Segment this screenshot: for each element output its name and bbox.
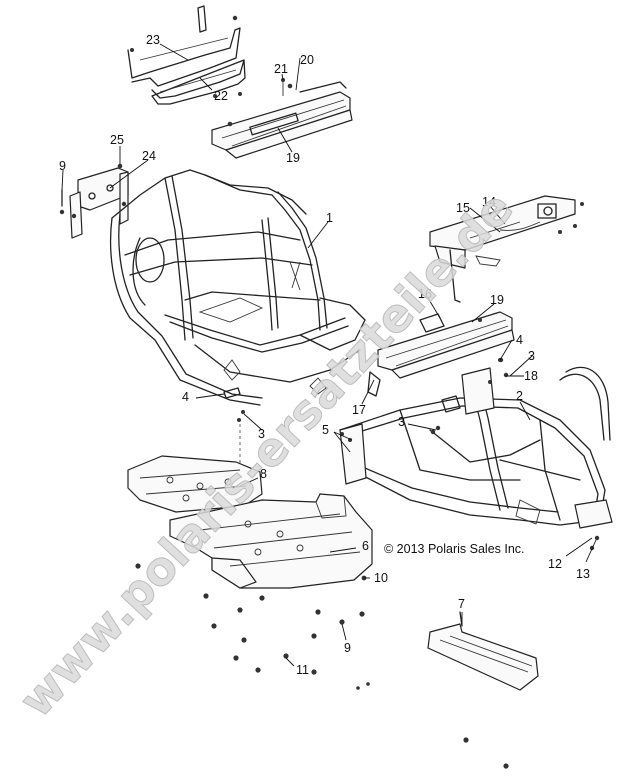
callout-7: 7 [458,597,465,611]
callout-14: 14 [482,195,496,209]
callout-19b: 19 [490,293,504,307]
callout-18: 18 [524,369,538,383]
callout-3b: 3 [398,415,405,429]
lower-rail-assembly [367,311,515,397]
callout-4a: 4 [182,390,189,404]
callout-25: 25 [110,133,124,147]
leader-lines [61,43,597,667]
callout-19a: 19 [286,151,300,165]
front-frame [339,357,613,551]
callout-15: 15 [456,201,470,215]
callout-1: 1 [326,211,333,225]
rear-bracket-assembly [429,195,584,303]
callout-24: 24 [142,149,156,163]
seat-bracket-assembly [127,5,246,105]
callout-10: 10 [374,571,388,585]
callout-16: 16 [418,287,432,301]
callout-9a: 9 [59,159,66,173]
callout-2: 2 [516,389,523,403]
callout-8: 8 [260,467,267,481]
callout-11: 11 [296,663,309,677]
callout-17: 17 [352,403,366,417]
callout-5: 5 [322,423,329,437]
side-bracket-assembly [59,163,129,239]
rear-skid-plate [127,455,263,513]
callout-13: 13 [576,567,590,581]
callout-3c: 3 [528,349,535,363]
callout-23: 23 [146,33,160,47]
callout-20: 20 [300,53,314,67]
upper-rail-assembly [211,78,353,159]
front-skid-plate [427,611,539,691]
callout-labels: 1 2 3 3 3 4 4 5 6 7 8 9 9 10 11 12 13 14… [59,33,590,677]
main-frame [109,169,366,422]
main-skid-plate [169,493,373,589]
callout-9b: 9 [344,641,351,655]
callout-21: 21 [274,62,288,76]
fasteners [135,563,509,769]
callout-6: 6 [362,539,369,553]
callout-4b: 4 [516,333,523,347]
copyright-text: © 2013 Polaris Sales Inc. [384,542,525,556]
callout-22: 22 [214,89,228,103]
callout-3a: 3 [258,427,265,441]
callout-12: 12 [548,557,562,571]
